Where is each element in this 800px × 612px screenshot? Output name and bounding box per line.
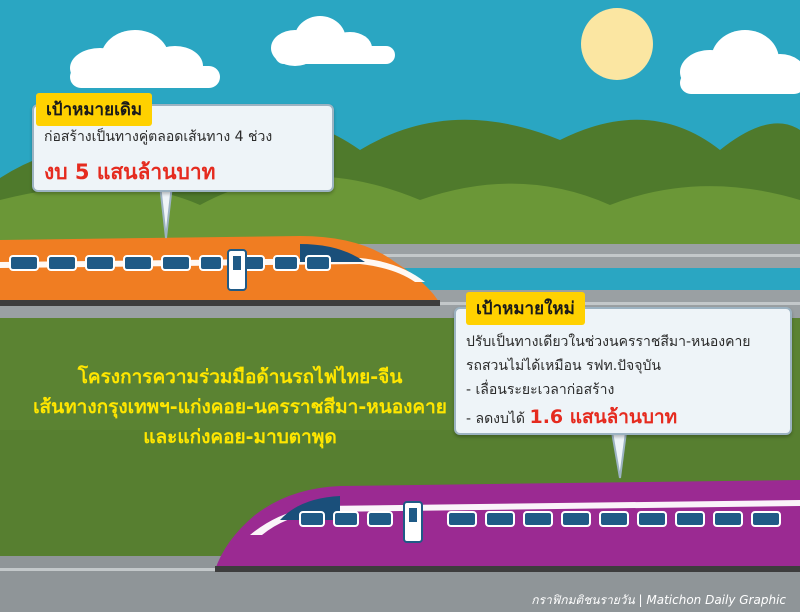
new-target-bullet2: - ลดงบได้ 1.6 แสนล้านบาท (466, 402, 677, 432)
old-target-tag: เป้าหมายเดิม (36, 93, 153, 126)
sun (581, 8, 653, 80)
cloud-left (70, 30, 220, 88)
old-target-description: ก่อสร้างเป็นทางคู่ตลอดเส้นทาง 4 ช่วง (44, 129, 273, 145)
graphic-credit: กราฟิกมติชนรายวัน | Matichon Daily Graph… (531, 593, 786, 607)
cloud-right (680, 30, 800, 94)
new-target-line2: รถสวนไม่ได้เหมือน รฟท.ปัจจุบัน (466, 358, 661, 374)
old-target-budget: งบ 5 แสนล้านบาท (44, 160, 216, 184)
headline-line3: และแก่งคอย-มาบตาพุด (143, 426, 337, 448)
orange-train (0, 236, 440, 306)
purple-train (215, 480, 800, 572)
headline-line2: เส้นทางกรุงเทพฯ-แก่งคอย-นครราชสีมา-หนองค… (33, 396, 447, 418)
new-target-tag: เป้าหมายใหม่ (466, 292, 585, 325)
new-target-savings: 1.6 แสนล้านบาท (529, 406, 678, 428)
cloud-center (271, 16, 395, 66)
new-target-line1: ปรับเป็นทางเดียวในช่วงนครราชสีมา-หนองคาย (466, 334, 751, 350)
new-target-bullet1: - เลื่อนระยะเวลาก่อสร้าง (466, 382, 615, 398)
new-target-bullet2-prefix: - ลดงบได้ (466, 411, 526, 427)
headline-line1: โครงการความร่วมมือด้านรถไฟไทย-จีน (77, 366, 403, 388)
new-target-callout: ปรับเป็นทางเดียวในช่วงนครราชสีมา-หนองคาย… (454, 307, 792, 435)
